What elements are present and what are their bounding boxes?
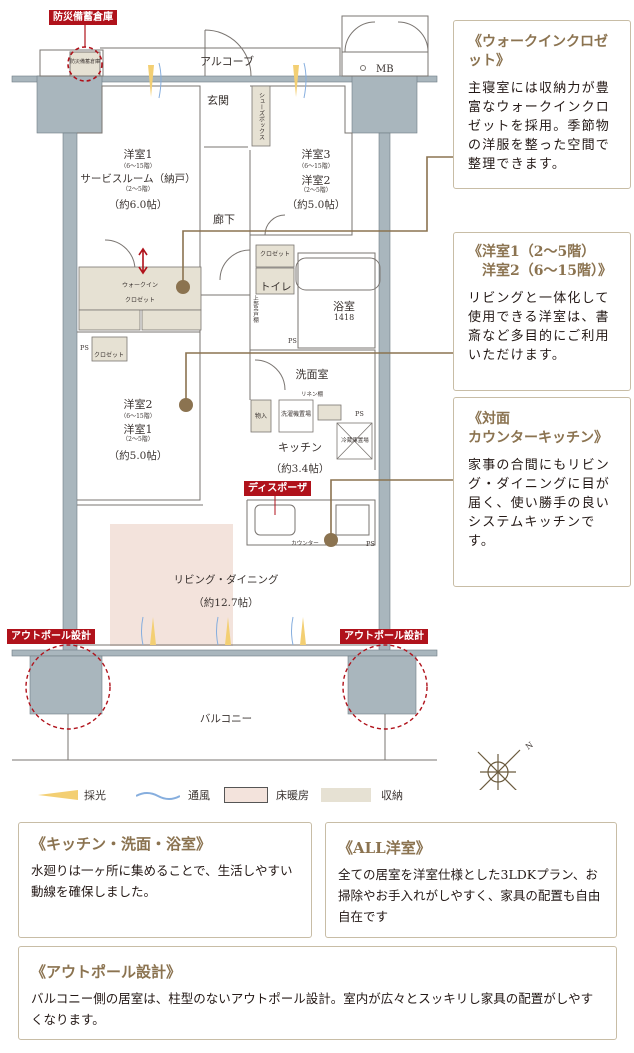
- feature-title: 《キッチン・洗面・浴室》: [31, 835, 212, 853]
- wind-icon: [136, 792, 180, 800]
- svg-text:クロゼット: クロゼット: [125, 296, 155, 304]
- svg-text:洗濯機置場: 洗濯機置場: [281, 410, 311, 418]
- svg-text:洗面室: 洗面室: [296, 367, 329, 381]
- feature-water-area: 《キッチン・洗面・浴室》 水廻りは一ヶ所に集めることで、生活しやすい動線を確保し…: [18, 822, 312, 938]
- svg-text:クロゼット: クロゼット: [94, 351, 124, 359]
- svg-text:上部吊戸棚: 上部吊戸棚: [252, 294, 259, 324]
- svg-text:N: N: [524, 740, 535, 751]
- feature-all-western: 《ALL洋室》 全ての居室を洋室仕様とした3LDKプラン、お掃除やお手入れがしや…: [325, 822, 617, 938]
- svg-text:（6〜15階）: （6〜15階）: [120, 162, 155, 170]
- svg-text:（約12.7帖）: （約12.7帖）: [193, 596, 258, 609]
- feature-body: バルコニー側の居室は、柱型のないアウトポール設計。室内が広々とスッキリし家具の配…: [31, 991, 594, 1027]
- svg-text:MB: MB: [376, 64, 394, 75]
- exterior-walls: [11, 75, 438, 715]
- light-icon: [38, 790, 78, 800]
- storage-swatch: [321, 788, 371, 802]
- callout-body: 主寝室には収納力が豊富なウォークインクロゼットを採用。季節物の洋服を整った空間で…: [468, 81, 611, 172]
- svg-text:（2〜5階）: （2〜5階）: [122, 435, 154, 443]
- callout-title: 《洋室1（2〜5階） 洋室2（6〜15階）》: [468, 244, 612, 279]
- callout-western-room: 《洋室1（2〜5階） 洋室2（6〜15階）》 リビングと一体化して使用できる洋室…: [453, 232, 631, 391]
- svg-text:PS: PS: [366, 540, 375, 548]
- svg-text:アルコーブ: アルコーブ: [200, 54, 254, 68]
- compass-icon: N: [477, 740, 535, 790]
- floor-heating-area: [110, 524, 233, 646]
- storage-areas: [78, 85, 342, 433]
- floor-plan: 防災備蓄倉庫 アルコーブ MB 玄関 シューズボックス 洋室1 （6〜15階） …: [11, 15, 535, 790]
- svg-text:PS: PS: [288, 337, 297, 345]
- svg-text:防災備蓄倉庫: 防災備蓄倉庫: [70, 58, 100, 65]
- legend-floor-heating: 床暖房: [276, 789, 309, 802]
- outpole-highlight-right: [342, 644, 428, 730]
- outpole-highlight-left: [25, 644, 111, 730]
- svg-text:キッチン: キッチン: [278, 441, 322, 454]
- svg-text:（約3.4帖）: （約3.4帖）: [271, 462, 330, 475]
- arrow-icon: [138, 247, 148, 275]
- svg-text:バルコニー: バルコニー: [200, 713, 252, 725]
- outpole-tag-left: アウトポール設計: [7, 629, 95, 644]
- callout-body: 家事の合間にもリビング・ダイニングに目が届く、使い勝手の良いシステムキッチンです…: [468, 458, 611, 549]
- callout-dot: [179, 398, 193, 412]
- legend-wind: 通風: [188, 789, 210, 802]
- svg-text:洋室3: 洋室3: [302, 147, 331, 161]
- svg-text:サービスルーム（納戸）: サービスルーム（納戸）: [80, 172, 195, 185]
- svg-text:リネン棚: リネン棚: [301, 390, 324, 398]
- callout-dot: [176, 280, 190, 294]
- svg-text:PS: PS: [355, 410, 364, 418]
- legend-light: 採光: [84, 789, 106, 802]
- svg-text:PS: PS: [80, 344, 89, 352]
- svg-text:（約5.0帖）: （約5.0帖）: [287, 198, 346, 211]
- svg-text:（2〜5階）: （2〜5階）: [122, 185, 154, 193]
- svg-text:冷蔵庫置場: 冷蔵庫置場: [341, 436, 369, 444]
- callout-connectors: [182, 156, 453, 540]
- feature-outpole: 《アウトポール設計》 バルコニー側の居室は、柱型のないアウトポール設計。室内が広…: [18, 946, 617, 1040]
- svg-text:洋室1: 洋室1: [124, 147, 153, 161]
- callout-title: 《対面 カウンターキッチン》: [468, 411, 608, 446]
- svg-text:（6〜15階）: （6〜15階）: [120, 412, 155, 420]
- floor-heating-swatch: [224, 787, 268, 803]
- svg-text:玄関: 玄関: [207, 93, 229, 107]
- svg-text:（約6.0帖）: （約6.0帖）: [109, 198, 168, 211]
- svg-text:廊下: 廊下: [213, 212, 235, 226]
- callout-walk-in-closet: 《ウォークインクロゼット》 主寝室には収納力が豊富なウォークインクロゼットを採用…: [453, 20, 631, 189]
- svg-text:カウンター: カウンター: [291, 539, 319, 547]
- svg-text:1418: 1418: [334, 313, 354, 322]
- light-wind-marks: [141, 62, 307, 646]
- callout-dot: [324, 533, 338, 547]
- legend: 採光 通風 床暖房 収納: [38, 787, 411, 803]
- svg-text:（6〜15階）: （6〜15階）: [298, 162, 333, 170]
- svg-text:洋室2: 洋室2: [124, 397, 153, 411]
- disposer-tag: ディスポーザ: [244, 481, 312, 496]
- legend-storage: 収納: [381, 789, 403, 802]
- feature-title: 《アウトポール設計》: [31, 963, 182, 981]
- svg-text:トイレ: トイレ: [260, 281, 292, 293]
- svg-text:物入: 物入: [255, 412, 267, 420]
- outpole-tag-right: アウトポール設計: [340, 629, 428, 644]
- svg-text:洋室2: 洋室2: [302, 173, 331, 187]
- svg-text:リビング・ダイニング: リビング・ダイニング: [174, 573, 279, 586]
- svg-text:（約5.0帖）: （約5.0帖）: [109, 449, 168, 462]
- callout-counter-kitchen: 《対面 カウンターキッチン》 家事の合間にもリビング・ダイニングに目が届く、使い…: [453, 397, 631, 587]
- callout-title: 《ウォークインクロゼット》: [468, 34, 608, 69]
- feature-body: 全ての居室を洋室仕様とした3LDKプラン、お掃除やお手入れがしやすく、家具の配置…: [338, 867, 601, 924]
- svg-text:クロゼット: クロゼット: [260, 250, 290, 258]
- feature-title: 《ALL洋室》: [338, 839, 431, 857]
- feature-body: 水廻りは一ヶ所に集めることで、生活しやすい動線を確保しました。: [31, 863, 293, 899]
- storage-tag: 防災備蓄倉庫: [49, 10, 117, 25]
- svg-text:（2〜5階）: （2〜5階）: [300, 186, 332, 194]
- svg-text:シューズボックス: シューズボックス: [258, 92, 265, 140]
- svg-text:浴室: 浴室: [333, 299, 355, 313]
- svg-text:洋室1: 洋室1: [124, 422, 153, 436]
- svg-text:ウォークイン: ウォークイン: [122, 281, 158, 289]
- callout-body: リビングと一体化して使用できる洋室は、書斎など多目的にご利用いただけます。: [468, 291, 610, 363]
